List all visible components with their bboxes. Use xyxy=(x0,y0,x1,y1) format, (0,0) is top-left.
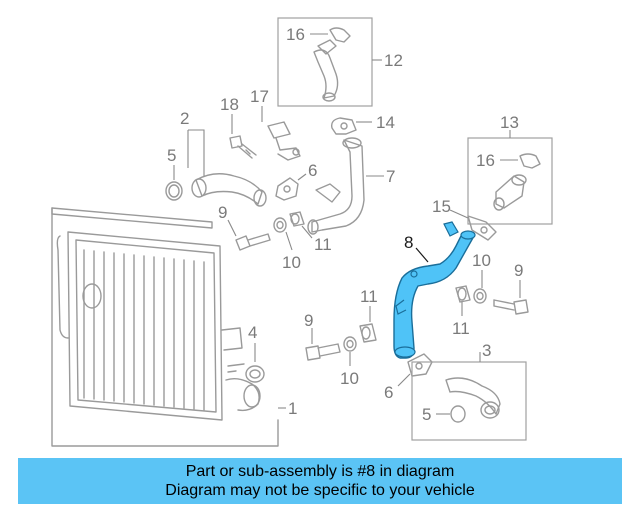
callout-3: 3 xyxy=(482,341,491,360)
part-11-grommet-mid xyxy=(359,323,377,343)
callout-11b: 11 xyxy=(452,319,470,338)
part-18-bolt xyxy=(229,135,257,159)
part-14-clamp xyxy=(330,117,357,135)
callout-12: 12 xyxy=(384,51,403,70)
callout-6b: 6 xyxy=(384,383,393,402)
intercooler xyxy=(51,207,279,447)
callout-11a: 11 xyxy=(314,235,332,254)
part-10-washer-right xyxy=(473,288,487,304)
callout-16a: 16 xyxy=(286,25,305,44)
part-3-hose xyxy=(445,377,501,419)
part-5-ring-box3 xyxy=(450,405,466,423)
part-11-grommet-left xyxy=(289,211,305,227)
callout-15: 15 xyxy=(432,197,451,216)
banner-line-1: Part or sub-assembly is #8 in diagram xyxy=(185,463,455,480)
leader-8 xyxy=(415,247,429,263)
callout-16b: 16 xyxy=(476,151,495,170)
leader-10a xyxy=(285,231,293,251)
callout-14: 14 xyxy=(376,113,395,132)
callout-8: 8 xyxy=(404,233,413,252)
callout-9b: 9 xyxy=(304,311,313,330)
part-4-clamp xyxy=(245,365,265,383)
part-6-bracket-lower xyxy=(407,353,433,377)
part-9-bolt-left xyxy=(235,233,271,251)
part-13-hose xyxy=(493,174,527,211)
callout-5b: 5 xyxy=(422,405,431,424)
leader-9a xyxy=(227,219,237,237)
leader-11a xyxy=(301,225,313,239)
callout-4: 4 xyxy=(248,323,257,342)
part-16-clamp-top xyxy=(329,27,351,43)
callout-2: 2 xyxy=(180,109,189,128)
leader-15 xyxy=(449,209,469,219)
callout-18: 18 xyxy=(220,95,239,114)
callout-11c: 11 xyxy=(360,287,378,306)
part-7-pipe xyxy=(307,137,365,235)
callout-10a: 10 xyxy=(282,253,301,272)
leader-6b xyxy=(397,373,411,387)
part-17-sensor xyxy=(267,121,301,161)
part-2-hose xyxy=(191,173,267,207)
part-16-clamp-right xyxy=(519,153,541,169)
part-5-ring-left xyxy=(165,181,183,201)
callout-1: 1 xyxy=(288,399,297,418)
banner-line-2: Diagram may not be specific to your vehi… xyxy=(165,482,475,499)
box-3 xyxy=(411,361,527,441)
callout-9c: 9 xyxy=(514,261,523,280)
part-10-washer-left xyxy=(273,217,287,233)
callout-9a: 9 xyxy=(218,203,227,222)
part-9-bolt-mid xyxy=(305,343,341,361)
part-10-washer-mid xyxy=(343,336,357,352)
callout-10b: 10 xyxy=(472,251,491,270)
part-12-hose xyxy=(313,39,339,102)
leader-6a xyxy=(297,173,307,181)
part-11-grommet-right xyxy=(455,285,471,303)
callout-7: 7 xyxy=(386,167,395,186)
callout-6a: 6 xyxy=(308,161,317,180)
callout-13: 13 xyxy=(500,113,519,132)
parts-diagram: 1 4 2 5 18 17 6 9 xyxy=(51,17,553,447)
callout-5a: 5 xyxy=(167,146,176,165)
leader-2 xyxy=(187,129,205,176)
box-12 xyxy=(277,17,373,107)
part-9-bolt-right xyxy=(493,299,529,315)
part-6-bracket-upper xyxy=(275,177,299,201)
callout-17: 17 xyxy=(250,87,269,106)
part-15-bracket xyxy=(467,215,497,241)
part-8-coolant-pipe[interactable] xyxy=(393,221,476,359)
callout-10c: 10 xyxy=(340,369,359,388)
info-banner: Part or sub-assembly is #8 in diagram Di… xyxy=(18,458,622,504)
